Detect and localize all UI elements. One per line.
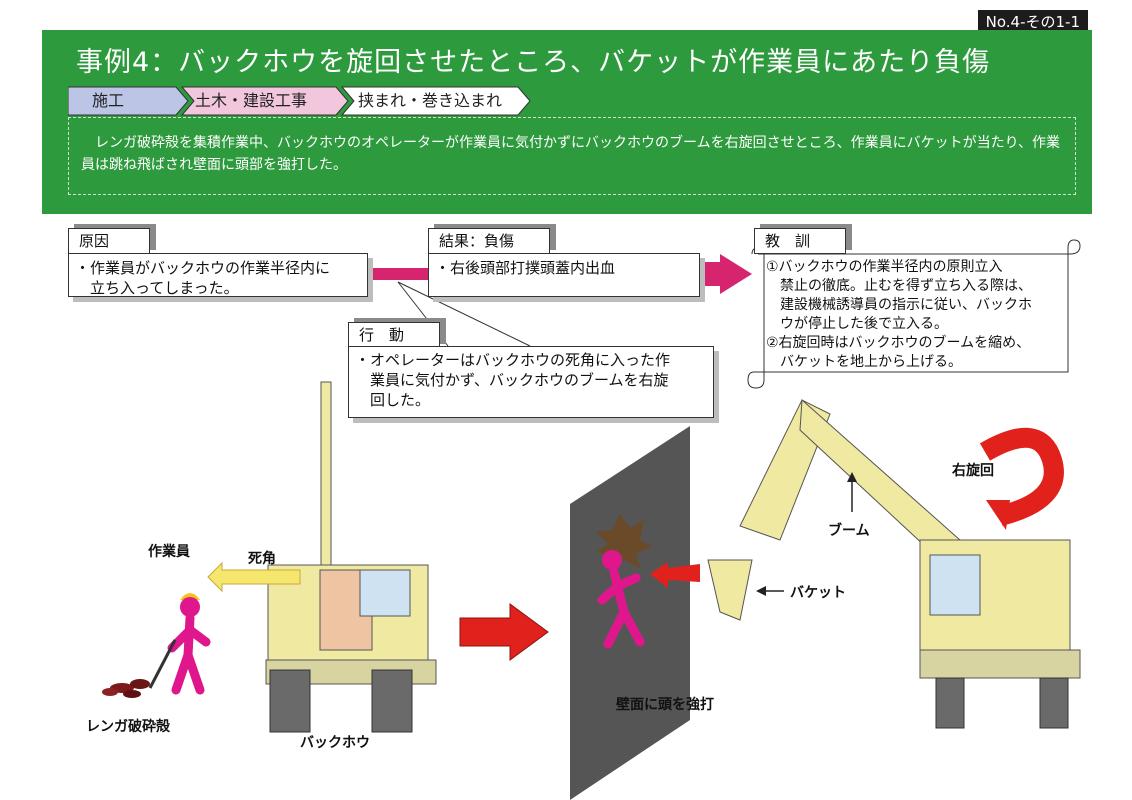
right-track xyxy=(371,669,413,733)
bucket-pointer-head xyxy=(756,586,766,596)
rubble-pile xyxy=(102,679,150,698)
action-box: ・オペレーターはバックホウの死角に入った作 業員に気付かず、バックホウのブームを… xyxy=(348,346,714,418)
right-swing-label: 右旋回 xyxy=(952,463,994,479)
tag-civil-engineering: 土木・建設工事 xyxy=(195,91,308,110)
cab-window xyxy=(359,569,411,617)
boom xyxy=(799,398,961,561)
left-track xyxy=(269,669,311,733)
action-label: 行 動 xyxy=(348,322,440,348)
injured-worker-body xyxy=(597,567,645,649)
worker-figure xyxy=(148,593,211,695)
boom-arm-upright xyxy=(320,381,332,573)
wall-hit-label: 壁面に頭を強打 xyxy=(616,697,714,713)
right-swing-arrow xyxy=(979,427,1064,526)
bucket xyxy=(707,559,753,621)
worker-body xyxy=(167,613,211,695)
side-cab-window xyxy=(929,554,981,616)
boom-pointer-head xyxy=(847,472,857,482)
right-swing-arrowhead xyxy=(986,500,1010,530)
backhoe-label: バックホウ xyxy=(300,735,370,751)
tag-shape-3 xyxy=(340,86,531,116)
center-red-arrow xyxy=(459,603,549,661)
backhoe-side-view xyxy=(707,398,1081,729)
category-tags xyxy=(68,86,531,116)
rubble-label: レンガ破砕殻 xyxy=(86,719,170,735)
side-track-rear xyxy=(1039,677,1069,729)
backhoe-rear-view xyxy=(265,381,437,733)
result-label: 結果：負傷 xyxy=(428,228,550,254)
tag-shape-2 xyxy=(180,86,349,116)
tag-shape-1 xyxy=(68,86,189,116)
worker-head xyxy=(180,597,200,617)
lesson-text: ①バックホウの作業半径内の原則立入 禁止の徹底。止むを得ず立ち入る際は、 建設機… xyxy=(766,259,1032,370)
worker-label: 作業員 xyxy=(148,544,190,560)
side-track-front xyxy=(935,677,965,729)
blind-spot-arrow xyxy=(207,561,301,593)
bucket-label: バケット xyxy=(790,585,846,601)
cause-box: ・作業員がバックホウの作業半径内に 立ち入ってしまった。 xyxy=(68,253,368,297)
document-number: No.4-その1-1 xyxy=(977,10,1088,33)
boom-label: ブーム xyxy=(828,523,870,539)
hard-hat xyxy=(180,593,200,600)
shovel xyxy=(148,639,177,689)
cause-result-connector xyxy=(368,268,428,280)
impact-star xyxy=(596,514,652,572)
tag-construction: 施工 xyxy=(92,91,125,110)
action-pointer-right xyxy=(397,281,531,347)
lesson-label: 教 訓 xyxy=(754,228,846,254)
injured-worker-figure xyxy=(596,514,652,649)
injured-worker-head xyxy=(602,550,622,570)
result-box: ・右後頭部打撲頭蓋内出血 xyxy=(428,253,700,297)
incident-description: レンガ破砕殻を集積作業中、バックホウのオペレーターが作業員に気付かずにバックホウ… xyxy=(68,117,1076,195)
side-undercarriage xyxy=(919,649,1081,679)
impact-arrow xyxy=(650,562,700,588)
blind-spot-label: 死角 xyxy=(248,551,276,567)
cause-label: 原因 xyxy=(68,228,150,254)
page-title: 事例4：バックホウを旋回させたところ、バケットが作業員にあたり負傷 xyxy=(76,47,991,78)
wall-panel xyxy=(570,426,690,800)
result-to-lesson-arrow xyxy=(700,254,752,294)
header-band xyxy=(42,30,1092,214)
tag-caught-in: 挟まれ・巻き込まれ xyxy=(358,91,503,110)
